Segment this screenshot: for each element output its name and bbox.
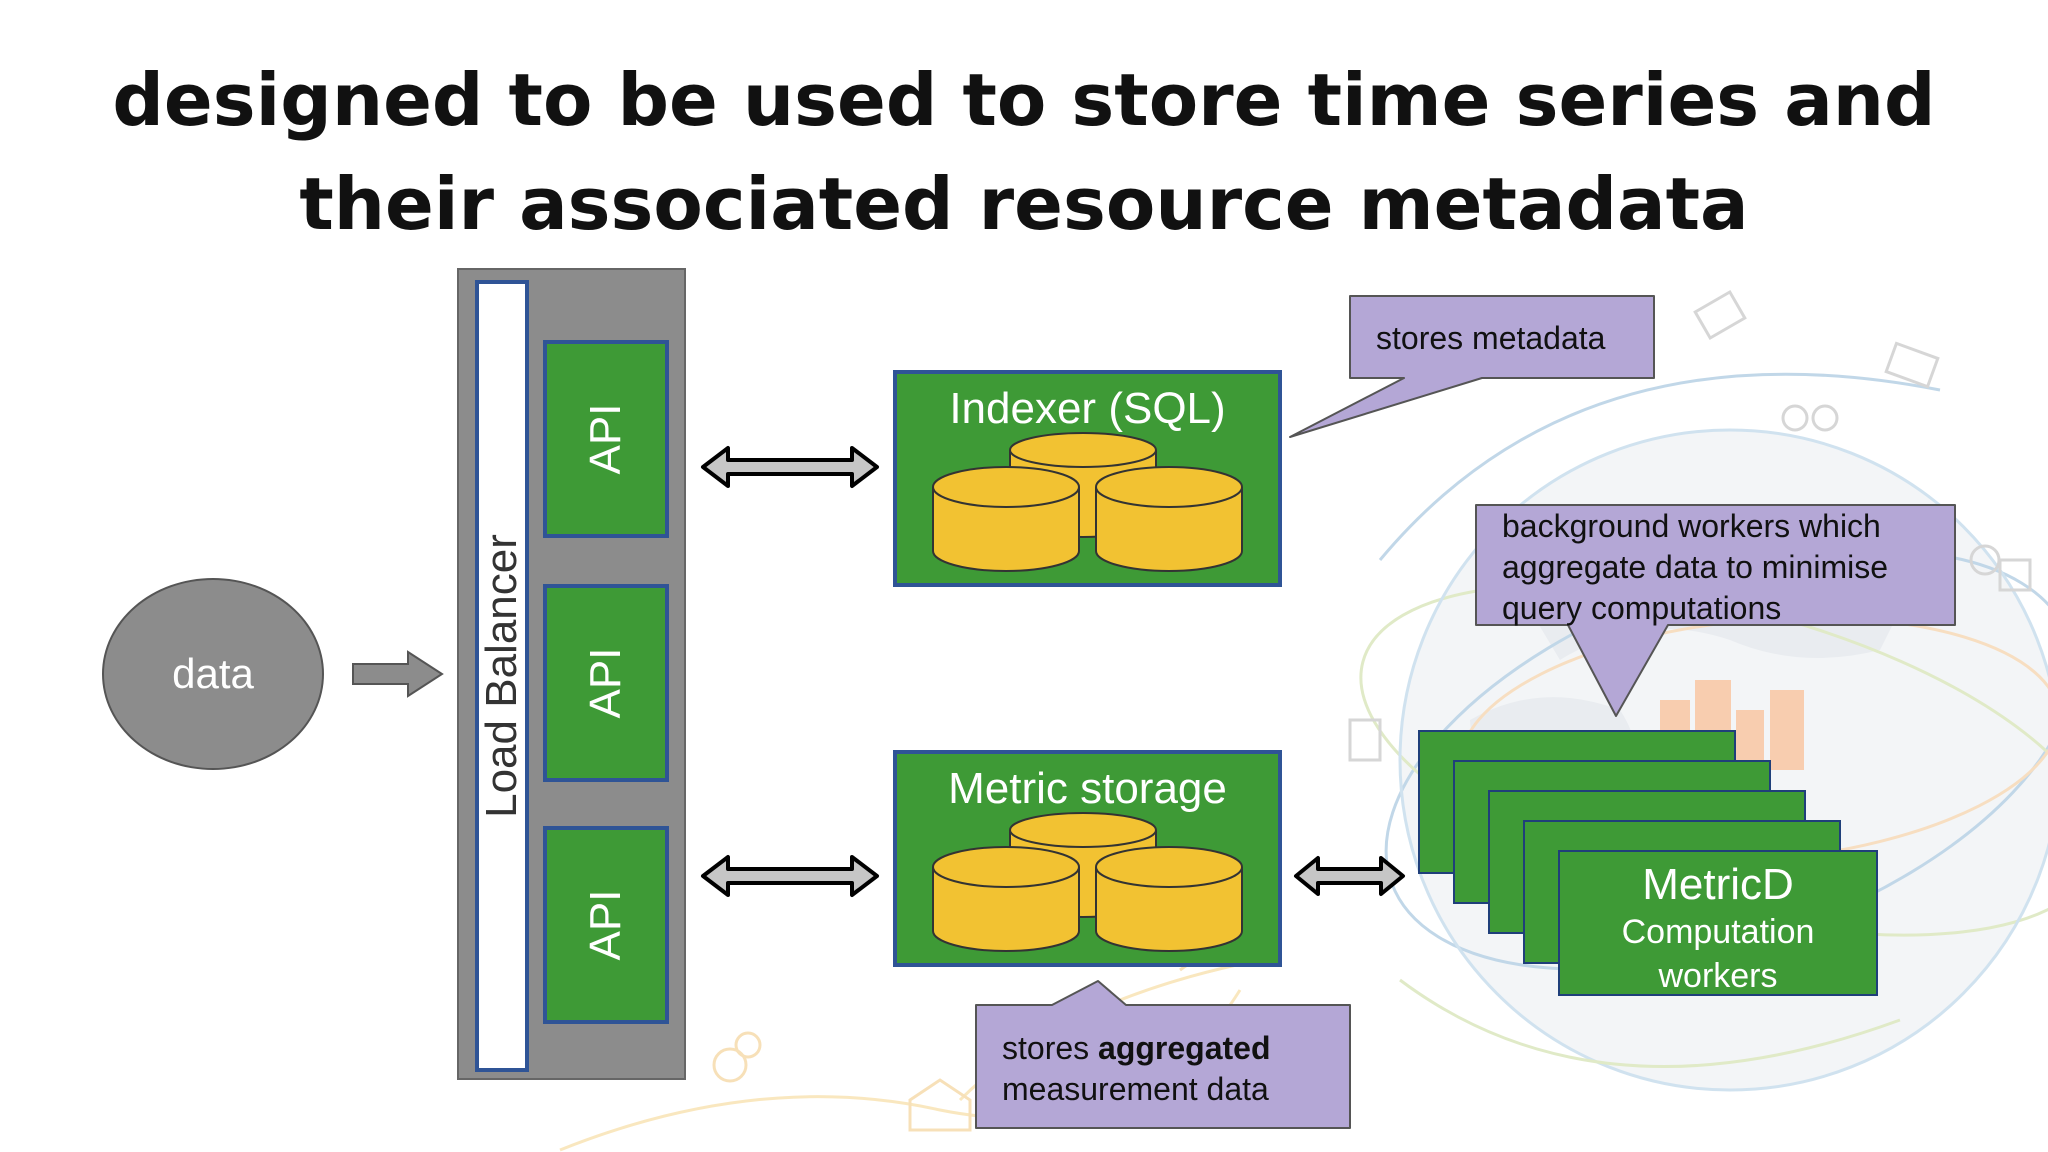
api-node-1: API	[543, 340, 669, 538]
metricd-subtitle-line-1: Computation	[1621, 913, 1815, 951]
metric-storage-database-cylinders	[932, 812, 1243, 952]
metricd-workers-node: MetricD Computation workers	[1558, 850, 1878, 996]
callout-aggregated: stores aggregated measurement data	[1002, 1028, 1271, 1110]
callout-aggregated-prefix: stores	[1002, 1030, 1099, 1066]
storage-metricd-double-arrow	[1294, 856, 1405, 896]
callout-aggregated-shape	[975, 980, 1351, 1129]
callout-workers-shape	[1475, 504, 1956, 717]
slide-title: designed to be used to store time series…	[0, 48, 2048, 256]
data-source-node: data	[102, 578, 324, 770]
metric-storage-node: Metric storage	[893, 750, 1282, 967]
callout-aggregated-line-2: measurement data	[1002, 1071, 1269, 1107]
indexer-sql-node: Indexer (SQL)	[893, 370, 1282, 587]
metricd-subtitle-line-2: workers	[1658, 957, 1778, 995]
metricd-title: MetricD	[1642, 860, 1794, 909]
callout-workers-line-1: background workers which	[1502, 508, 1881, 544]
api-node-label: API	[581, 647, 630, 719]
indexer-label: Indexer (SQL)	[949, 384, 1226, 433]
callout-metadata-text: stores metadata	[1376, 320, 1606, 356]
callout-aggregated-line-1: stores aggregated	[1002, 1028, 1271, 1069]
load-balancer-bar	[475, 280, 529, 1072]
callout-workers-line-2: aggregate data to minimise	[1502, 549, 1888, 585]
callout-workers-line-3: query computations	[1502, 590, 1782, 626]
data-to-lb-arrow	[352, 650, 444, 698]
callout-metadata-shape	[1289, 295, 1655, 438]
data-source-label: data	[172, 650, 254, 697]
api-node-2: API	[543, 584, 669, 782]
indexer-database-cylinders	[932, 432, 1243, 572]
api-node-label: API	[581, 403, 630, 475]
load-balancer-label: Load Balancer	[477, 534, 526, 818]
callout-metadata: stores metadata	[1376, 318, 1605, 359]
callout-workers: background workers which aggregate data …	[1502, 506, 1888, 629]
metric-storage-label: Metric storage	[948, 764, 1227, 813]
callout-aggregated-bold: aggregated	[1098, 1030, 1271, 1066]
api-storage-double-arrow	[701, 855, 879, 897]
title-line-2: their associated resource metadata	[299, 162, 1749, 246]
api-node-3: API	[543, 826, 669, 1024]
api-indexer-double-arrow	[701, 446, 879, 488]
api-node-label: API	[581, 889, 630, 961]
title-line-1: designed to be used to store time series…	[112, 58, 1936, 142]
